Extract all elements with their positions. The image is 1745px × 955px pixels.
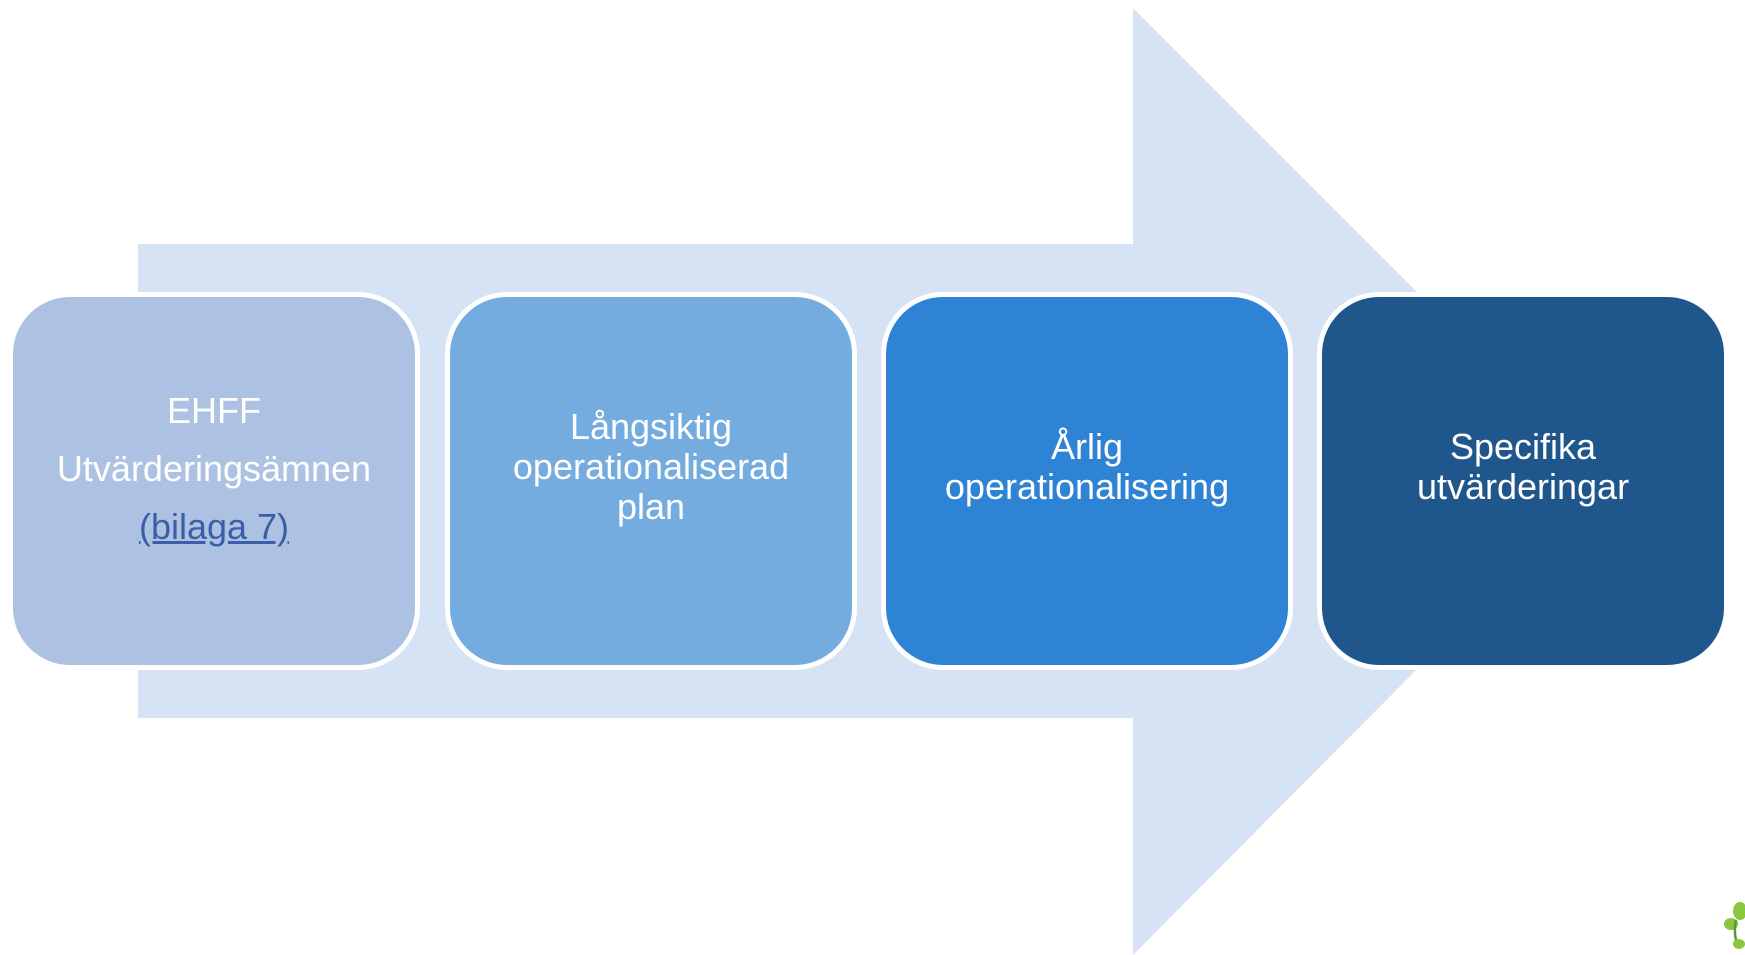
step-2-line-3: plan [616,486,686,527]
green-leaf-logo-icon [1724,902,1745,949]
step-annual-operationalisation: Årlig operationalisering [881,292,1293,670]
step-4-line-1: Specifika [1449,426,1597,467]
bilaga-7-link[interactable]: (bilaga 7) [138,506,290,547]
step-2-line-1: Långsiktig [569,406,733,447]
step-1-line-2: Utvärderingsämnen [56,448,372,489]
step-specific-evaluations: Specifika utvärderingar [1317,292,1729,670]
process-arrow-shape [138,8,1605,955]
step-3-line-1: Årlig [1050,426,1124,467]
step-long-term-plan: Långsiktig operationaliserad plan [445,292,857,670]
step-1-line-1: EHFF [167,390,261,431]
step-ehff-evaluation-topics: EHFF Utvärderingsämnen (bilaga 7) [8,292,420,670]
step-3-line-2: operationalisering [944,466,1230,507]
step-2-line-2: operationaliserad [512,446,790,487]
step-4-line-2: utvärderingar [1416,466,1630,507]
